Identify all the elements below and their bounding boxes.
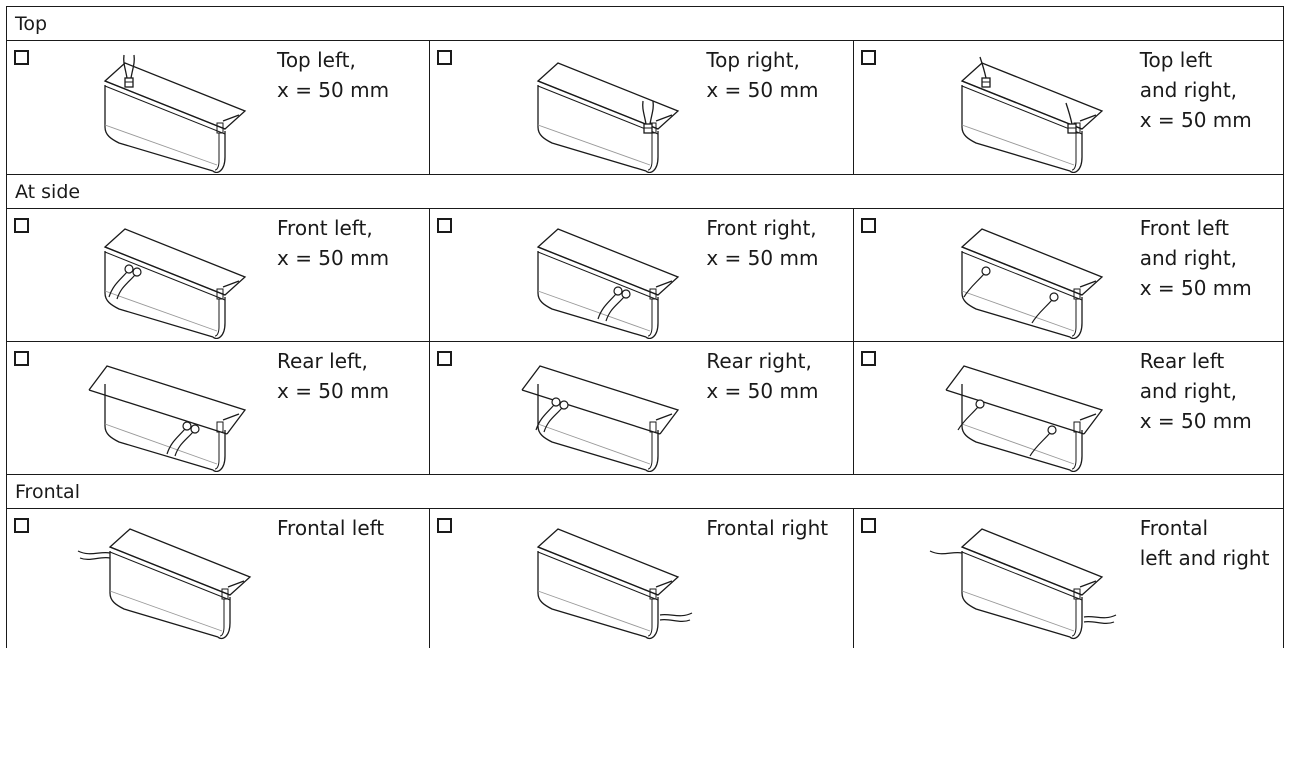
option-cell-frontal-both: Frontal left and right xyxy=(854,509,1283,648)
option-checkbox[interactable] xyxy=(860,518,876,533)
option-cell-front-left: Front left, x = 50 mm xyxy=(7,209,431,341)
option-checkbox[interactable] xyxy=(860,218,876,233)
option-label: Rear left and right, x = 50 mm xyxy=(1139,349,1252,433)
option-checkbox[interactable] xyxy=(860,50,876,65)
option-label: Frontal right xyxy=(706,516,829,540)
option-cell-frontal-left: Frontal left xyxy=(7,509,431,648)
option-label: Rear left, x = 50 mm xyxy=(277,349,390,403)
option-cell-top-right: Top right, x = 50 mm xyxy=(430,41,854,174)
option-label: Rear right, x = 50 mm xyxy=(706,349,819,403)
luminaire-rear-right-illustration xyxy=(500,352,685,472)
option-label: Frontal left xyxy=(277,516,385,540)
option-label: Front left, x = 50 mm xyxy=(277,216,390,270)
luminaire-top-right-illustration xyxy=(500,53,685,173)
option-cell-rear-both: Rear left and right, x = 50 mm xyxy=(854,342,1283,474)
option-cell-front-right: Front right, x = 50 mm xyxy=(430,209,854,341)
option-row: Frontal left Frontal right Frontal left … xyxy=(6,508,1284,648)
option-checkbox[interactable] xyxy=(14,218,29,233)
option-checkbox[interactable] xyxy=(14,50,29,65)
cable-outlet-options-table: Top Top left, x = 50 mm Top right, x = 5… xyxy=(6,6,1284,648)
option-label: Front right, x = 50 mm xyxy=(706,216,819,270)
option-label: Top left and right, x = 50 mm xyxy=(1139,48,1252,132)
option-row: Rear left, x = 50 mm Rear right, x = 50 … xyxy=(6,341,1284,474)
option-checkbox[interactable] xyxy=(14,351,29,366)
luminaire-frontal-both-illustration xyxy=(894,519,1124,643)
option-cell-front-both: Front left and right, x = 50 mm xyxy=(854,209,1283,341)
option-cell-rear-left: Rear left, x = 50 mm xyxy=(7,342,431,474)
option-row: Front left, x = 50 mm Front right, x = 5… xyxy=(6,208,1284,341)
option-cell-rear-right: Rear right, x = 50 mm xyxy=(430,342,854,474)
luminaire-frontal-right-illustration xyxy=(500,519,700,643)
section-header-at-side: At side xyxy=(6,174,1284,208)
luminaire-front-both-illustration xyxy=(924,219,1109,339)
option-label: Top left, x = 50 mm xyxy=(277,48,390,102)
option-label: Frontal left and right xyxy=(1139,516,1270,570)
luminaire-top-both-illustration xyxy=(924,53,1109,173)
option-label: Front left and right, x = 50 mm xyxy=(1139,216,1252,300)
luminaire-front-right-illustration xyxy=(500,219,685,339)
luminaire-frontal-left-illustration xyxy=(37,519,257,643)
option-checkbox[interactable] xyxy=(860,351,876,366)
option-cell-frontal-right: Frontal right xyxy=(430,509,854,648)
option-checkbox[interactable] xyxy=(437,518,453,533)
option-checkbox[interactable] xyxy=(437,50,453,65)
option-cell-top-both: Top left and right, x = 50 mm xyxy=(854,41,1283,174)
option-checkbox[interactable] xyxy=(437,351,453,366)
luminaire-front-left-illustration xyxy=(67,219,252,339)
option-checkbox[interactable] xyxy=(14,518,29,533)
section-header-frontal: Frontal xyxy=(6,474,1284,508)
luminaire-rear-both-illustration xyxy=(924,352,1109,472)
option-checkbox[interactable] xyxy=(437,218,453,233)
option-label: Top right, x = 50 mm xyxy=(706,48,819,102)
section-header-top: Top xyxy=(6,6,1284,40)
luminaire-top-left-illustration xyxy=(67,53,252,173)
option-row: Top left, x = 50 mm Top right, x = 50 mm… xyxy=(6,40,1284,174)
luminaire-rear-left-illustration xyxy=(67,352,252,472)
option-cell-top-left: Top left, x = 50 mm xyxy=(7,41,431,174)
